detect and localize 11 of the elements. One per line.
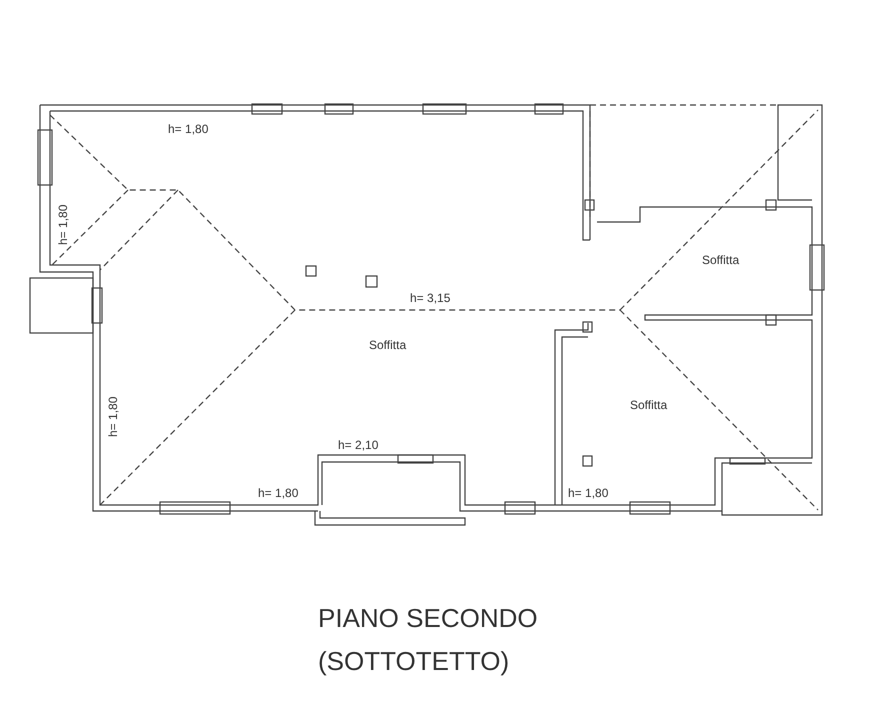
height-note: h= 1,80 [568, 486, 608, 500]
height-note: h= 1,80 [168, 122, 208, 136]
height-note: h= 2,10 [338, 438, 378, 452]
plan-title: PIANO SECONDO (SOTTOTETTO) [318, 602, 539, 678]
height-note: h= 1,80 [56, 204, 70, 245]
room-label: Soffitta [630, 398, 668, 412]
height-note: h= 1,80 [258, 486, 298, 500]
height-note: h= 1,80 [106, 396, 120, 437]
height-note: h= 3,15 [410, 291, 450, 305]
room-label: Soffitta [702, 253, 740, 267]
room-label: Soffitta [369, 338, 406, 352]
